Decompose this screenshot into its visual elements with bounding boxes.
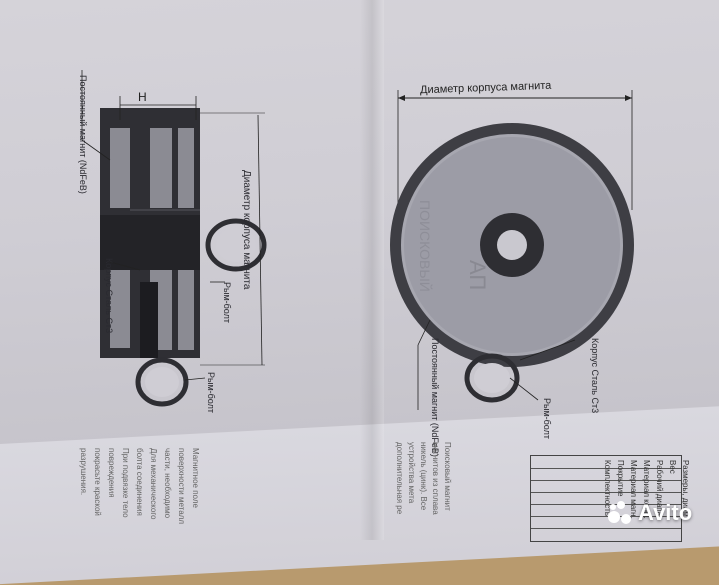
diameter-label-side: Диаметр корпуса магнита (241, 170, 252, 290)
lower-text-7: покрасьте краской (93, 448, 102, 516)
ring-bolt-right (464, 353, 520, 403)
svg-text:ПОИСКОВЫЙ: ПОИСКОВЫЙ (417, 200, 434, 292)
ring-bolt-left (205, 218, 267, 272)
ring-bolt-label-left: Рым-болт (222, 282, 232, 323)
height-label: H (138, 90, 147, 104)
paper-fold (360, 0, 384, 540)
lower-text-8: разрушения. (79, 448, 88, 496)
body-label-left: Корпус Сталь Ст3 (104, 258, 114, 334)
lower-text-5: При подвязке тело (121, 448, 130, 518)
body-text-3: устройства мета (407, 442, 416, 504)
lower-text-0: Магнитное поле (191, 448, 200, 508)
body-text-2: никель (цинк). Все (419, 442, 428, 511)
avito-watermark: Avito (608, 500, 692, 526)
table-row-1: Вес (668, 460, 677, 474)
round-magnet-top-view: АП ПОИСКОВЫЙ (390, 123, 634, 367)
diagram-drawings: АП ПОИСКОВЫЙ (81, 70, 634, 410)
table-row-5: Покрытие (616, 460, 625, 497)
body-text-1: магнитов из сплава (431, 442, 440, 515)
lower-text-6: повреждения (107, 448, 116, 498)
body-text-0: Поисковый магнит (443, 442, 452, 511)
svg-text:АП: АП (465, 260, 490, 290)
lower-text-1: поверхности металл (177, 448, 186, 525)
side-section-magnet (100, 108, 200, 358)
lower-text-4: болта соединения (135, 448, 144, 516)
ring-bolt-label-right: Рым-болт (542, 398, 552, 439)
ring-bolt-left-2 (135, 357, 189, 407)
magnet-label-right: Постоянный магнит (NdFeB) (430, 338, 440, 457)
body-text-4: дополнительная ре (395, 442, 404, 515)
ring-bolt-label-left-2: Рым-болт (206, 372, 216, 413)
lower-text-2: части, необходимо (163, 448, 172, 519)
avito-logo-icon (608, 501, 632, 525)
magnet-label-left: Постоянный магнит (NdFeB) (78, 75, 88, 194)
lower-text-3: Для механического (149, 448, 158, 520)
watermark-text: Avito (638, 500, 693, 525)
body-label-right: Корпус Сталь Ст3 (590, 338, 600, 414)
